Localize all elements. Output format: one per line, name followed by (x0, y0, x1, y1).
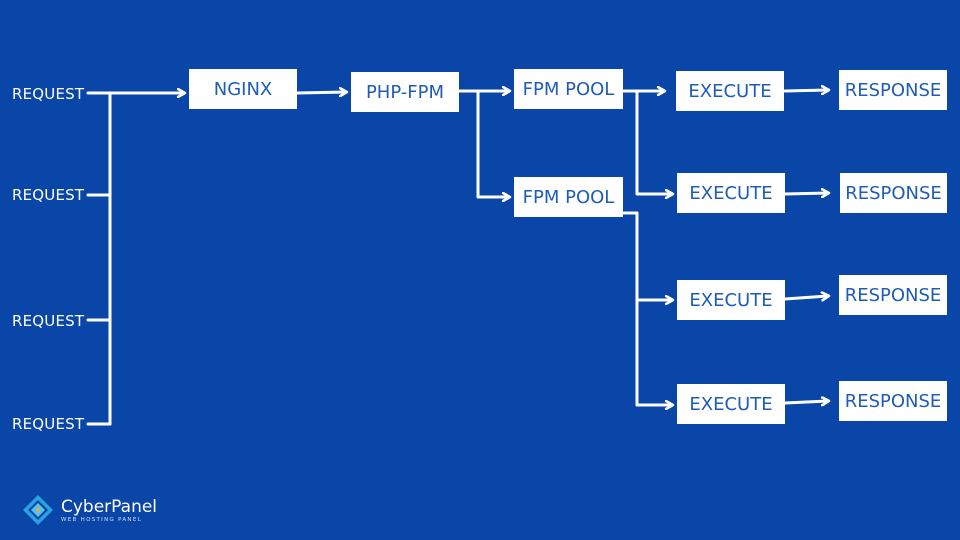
execute-box: EXECUTE (677, 173, 785, 213)
response-box: RESPONSE (839, 70, 947, 110)
arrow-to-fpm-pool-2 (476, 89, 509, 197)
response-box: RESPONSE (839, 381, 947, 421)
arrow-to-execute-2 (635, 89, 672, 194)
logo-tagline: WEB HOSTING PANEL (61, 516, 142, 523)
fpm-pool-box: FPM POOL (514, 69, 623, 109)
cyberpanel-logo: CyberPanel WEB HOSTING PANEL (22, 494, 157, 526)
execute-box: EXECUTE (677, 280, 785, 320)
execute-box: EXECUTE (676, 71, 784, 111)
php-fpm-box: PHP-FPM (351, 72, 459, 112)
request-label: REQUEST (12, 415, 85, 433)
arrow-to-response-4 (783, 401, 828, 403)
execute-box: EXECUTE (677, 384, 785, 424)
arrow-to-execute-4 (635, 298, 672, 405)
arrow-to-response-2 (783, 193, 828, 194)
response-box: RESPONSE (840, 173, 947, 213)
request-label: REQUEST (12, 312, 85, 330)
logo-name: CyberPanel (61, 496, 158, 517)
nginx-box: NGINX (189, 69, 297, 109)
arrow-to-response-1 (783, 90, 828, 91)
cyberpanel-logo-icon (23, 495, 53, 525)
response-box: RESPONSE (839, 275, 947, 315)
fpm-pool-box: FPM POOL (514, 177, 623, 217)
arrow-to-php-fpm (296, 92, 346, 93)
request-label: REQUEST (12, 186, 85, 204)
arrow-to-response-3 (783, 296, 828, 299)
arrow-to-execute-3 (622, 211, 672, 300)
request-label: REQUEST (12, 85, 85, 103)
